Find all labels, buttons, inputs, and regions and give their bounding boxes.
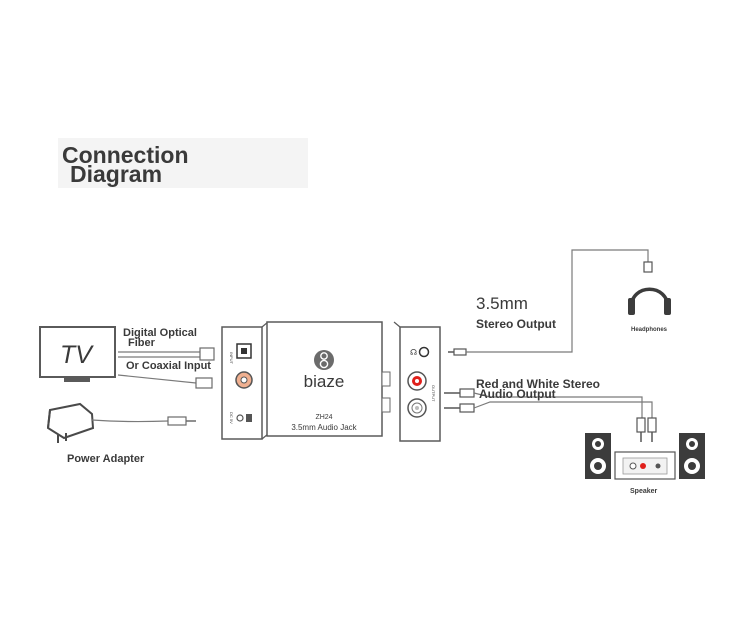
brand-logo-icon [314,350,334,370]
device-output-panel: ☊ OUTPUT [393,321,441,442]
title-background [58,138,308,188]
size-35mm-label: 3.5mm [476,294,528,313]
brand-name: biaze [304,372,345,391]
device-model: ZH24 [315,414,332,421]
device-input-panel: INPUT DC 5V [221,321,269,440]
stereo-output-label: Stereo Output [476,317,556,331]
headphones-icon [628,287,671,315]
power-adapter-label: Power Adapter [67,453,145,465]
speaker-label: Speaker [630,488,658,495]
speaker-icon [585,433,705,480]
device-body: biaze ZH24 3.5mm Audio Jack [266,321,391,437]
tv-icon: TV [39,326,116,382]
svg-text:☊: ☊ [410,348,417,357]
input-cables [117,347,215,389]
red-white-stereo-label: Red and White Stereo [476,377,600,391]
title-line-1: Connection [62,142,189,168]
power-port-label: DC 5V [229,412,234,424]
digital-optical-label-line-2: Fiber [128,337,156,349]
title-line-2: Diagram [70,161,162,187]
output-port-label: OUTPUT [431,385,436,402]
coaxial-input-label: Or Coaxial Input [126,360,211,372]
power-adapter-icon [46,402,196,443]
headphones-label: Headphones [631,327,668,333]
title-block: Connection Diagram [58,138,308,188]
input-port-label: INPUT [229,352,234,365]
headphone-cable [448,249,653,356]
audio-output-label: Audio Output [479,387,556,401]
digital-optical-label-line-1: Digital Optical [123,327,197,339]
device-subtitle: 3.5mm Audio Jack [291,423,357,432]
rca-cables [444,388,657,442]
power-port [236,414,244,422]
tv-label: TV [60,341,94,369]
headphone-jack-port [418,346,430,358]
